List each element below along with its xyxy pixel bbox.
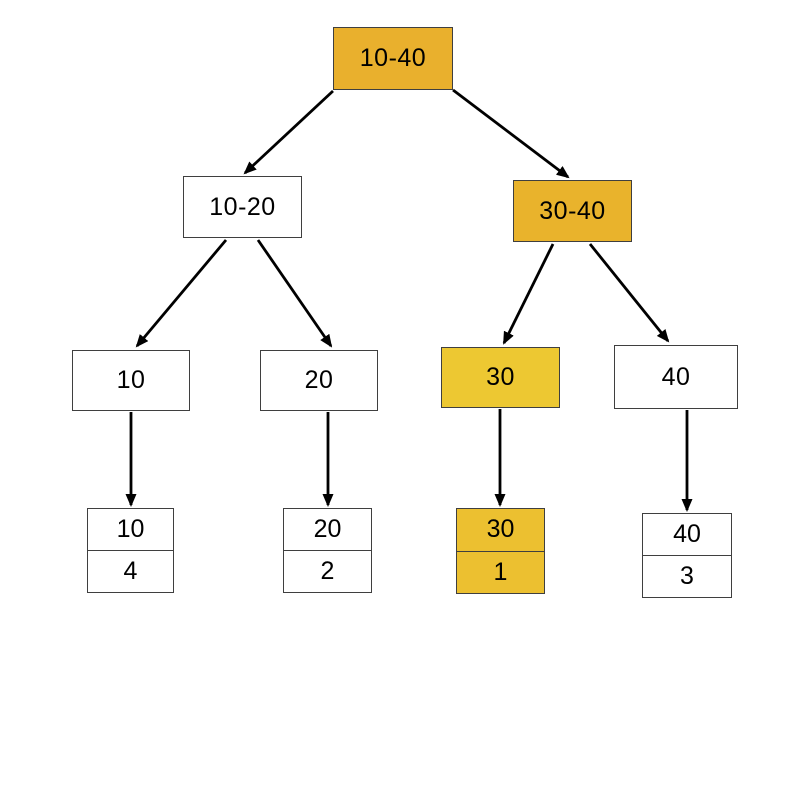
edge-10-40-to-10-20 xyxy=(243,89,334,175)
leaf-count: 2 xyxy=(320,557,335,585)
node-label: 10 xyxy=(116,366,146,394)
leaf-table-10: 10 4 xyxy=(87,508,174,593)
node-label: 30-40 xyxy=(539,196,606,225)
leaf-key: 30 xyxy=(457,509,544,552)
node-label: 10-20 xyxy=(209,192,276,221)
leaf-table-30: 30 1 xyxy=(456,508,545,594)
edge-10-20-to-10 xyxy=(135,239,228,348)
edge-30-40-to-30 xyxy=(502,243,555,345)
node-label: 10-40 xyxy=(359,44,427,72)
node-label: 20 xyxy=(304,366,334,394)
leaf-count: 1 xyxy=(493,557,508,586)
leaf-table-40: 40 3 xyxy=(642,513,732,598)
node-label: 40 xyxy=(661,362,691,391)
leaf-count: 4 xyxy=(123,557,138,585)
node-key-10: 10 xyxy=(72,350,190,411)
leaf-key: 20 xyxy=(284,509,371,551)
node-key-30: 30 xyxy=(441,347,560,408)
node-key-40: 40 xyxy=(614,345,738,409)
node-range-30-40: 30-40 xyxy=(513,180,632,242)
node-label: 30 xyxy=(486,363,515,391)
leaf-count: 3 xyxy=(680,562,694,590)
leaf-key: 10 xyxy=(88,509,173,551)
node-range-10-20: 10-20 xyxy=(183,176,302,238)
leaf-key: 40 xyxy=(643,514,731,556)
node-range-10-40: 10-40 xyxy=(333,27,453,90)
edge-10-40-to-30-40 xyxy=(452,88,570,179)
leaf-table-20: 20 2 xyxy=(283,508,372,593)
edge-30-40-to-40 xyxy=(588,243,670,343)
edge-10-20-to-20 xyxy=(256,239,333,348)
node-key-20: 20 xyxy=(260,350,378,411)
